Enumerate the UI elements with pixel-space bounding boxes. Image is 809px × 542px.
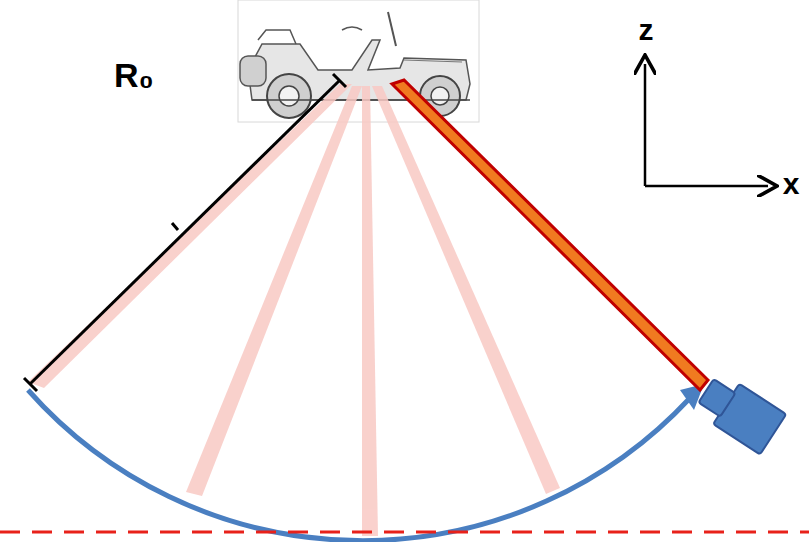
active-beam	[392, 80, 708, 390]
axis-label: z	[639, 15, 654, 45]
axes	[645, 64, 768, 186]
range-bracket	[24, 74, 346, 391]
ground-line	[0, 531, 809, 534]
radar-beams	[28, 84, 560, 536]
sensor-icon	[693, 371, 786, 455]
trajectory-arc	[28, 390, 690, 541]
axis-label: x	[783, 169, 800, 199]
range-label: R₀	[114, 58, 154, 92]
jeep-illustration	[238, 0, 479, 122]
